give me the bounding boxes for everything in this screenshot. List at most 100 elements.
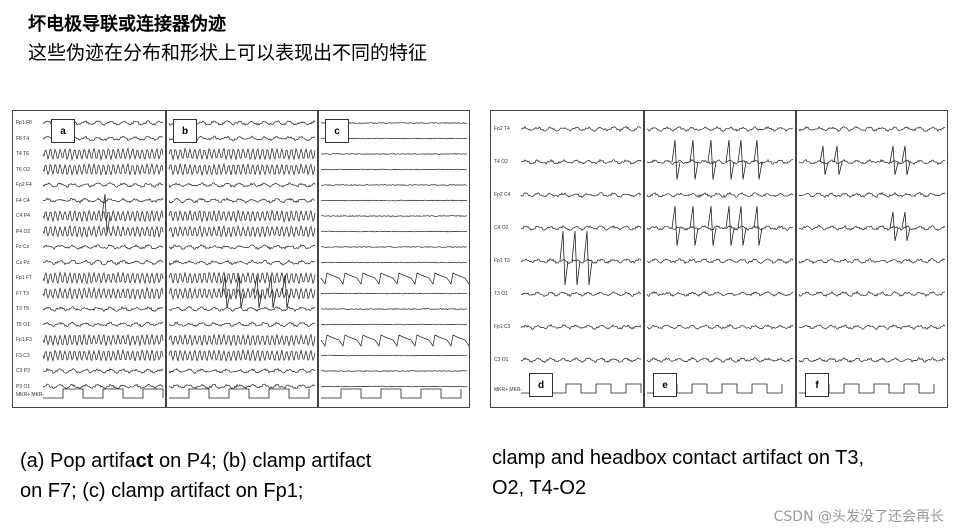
trace-b-7	[168, 224, 316, 238]
trace-d-3	[520, 224, 642, 232]
trace-a-2	[42, 147, 164, 161]
caption-left-part2: on P4; (b) clamp artifact	[153, 450, 372, 472]
channel-label: T5 O1	[16, 321, 30, 328]
channel-label: Fp1 C3	[494, 324, 511, 330]
channel-label: C3 O1	[494, 357, 509, 363]
channel-label: F7 T3	[16, 290, 29, 297]
trace-f-0	[798, 125, 946, 132]
trace-e-0	[646, 125, 794, 132]
channel-label: Fz Cz	[16, 244, 30, 250]
trace-e-5	[646, 290, 794, 297]
f-spike-t4o2-0	[819, 145, 829, 175]
caption-right-line1: clamp and headbox contact artifact on T3…	[492, 447, 865, 469]
trace-a-9	[42, 259, 164, 266]
e-spike-t4o2-0	[671, 139, 681, 180]
trace-f-3	[798, 224, 946, 232]
channel-label: F8 T4	[16, 135, 29, 142]
trace-a-14	[42, 333, 164, 347]
trace-b-14	[168, 333, 316, 347]
slide-title: 坏电极导联或连接器伪迹	[28, 14, 226, 35]
e-spike-c4o2-5	[753, 205, 763, 246]
channel-label: Fp1 F8	[16, 120, 32, 126]
channel-label: P4 O2	[16, 228, 31, 235]
channel-label: Fp2 T4	[494, 126, 510, 132]
eeg-panel-f: f	[796, 110, 948, 408]
e-spike-c4o2-2	[707, 205, 717, 246]
e-spike-c4o2-1	[689, 205, 699, 246]
trace-b-12	[168, 306, 316, 313]
trace-a-3	[42, 162, 164, 176]
trace-a-16	[42, 367, 164, 374]
f-spike-t4o2-3	[901, 145, 911, 175]
trace-b-17	[168, 383, 316, 390]
trace-c-9	[320, 261, 468, 264]
trace-b-3	[168, 162, 316, 177]
trace-c-16	[320, 370, 468, 372]
f-spike-c4o2-0	[889, 211, 899, 241]
channel-label: Cz Pz	[16, 259, 30, 266]
trace-e-4	[646, 258, 794, 265]
e-spike-c4o2-3	[725, 205, 735, 246]
channel-label: T6 O2	[16, 166, 30, 173]
trace-d-2	[520, 192, 642, 199]
caption-left-bold: ct	[135, 450, 154, 472]
e-spike-t4o2-3	[725, 139, 735, 180]
trace-c-11	[320, 292, 468, 295]
marker-c	[321, 388, 462, 399]
panel-letter-c: c	[325, 119, 349, 143]
eeg-traces-c	[320, 122, 469, 399]
trace-d-7	[520, 357, 642, 363]
eeg-panel-b: b	[166, 110, 318, 408]
trace-c-5	[320, 199, 468, 202]
f-spike-t4o2-2	[889, 145, 899, 175]
trace-c-10	[320, 272, 469, 285]
headbox-spike-1	[571, 230, 581, 286]
f-spike-t4o2-1	[833, 145, 843, 175]
channel-label: Fp1 T3	[494, 258, 510, 264]
trace-b-13	[168, 321, 316, 328]
channel-label: F4 C4	[16, 197, 30, 204]
trace-b-9	[168, 259, 316, 266]
caption-left-line2: on F7; (c) clamp artifact on Fp1;	[20, 480, 304, 502]
caption-right-line2: O2, T4-O2	[492, 477, 587, 499]
trace-b-11	[168, 287, 316, 301]
clamp-spike-2	[253, 275, 263, 308]
eeg-traces-f	[798, 125, 946, 394]
trace-e-7	[646, 356, 794, 363]
channel-label: T4 O2	[494, 159, 508, 165]
trace-a-13	[42, 321, 164, 328]
e-spike-t4o2-2	[707, 139, 717, 180]
trace-b-15	[168, 348, 316, 363]
channel-label: T3 O1	[494, 291, 508, 297]
marker-b	[169, 388, 310, 399]
marker-label-left: MKR+ MKR-	[16, 392, 45, 398]
channel-label: C4 O2	[494, 225, 509, 231]
trace-d-0	[520, 126, 642, 133]
panel-letter-b: b	[173, 119, 197, 143]
trace-a-17	[42, 383, 164, 390]
panel-letter-d: d	[529, 373, 553, 397]
trace-d-4	[520, 258, 642, 265]
trace-e-1	[646, 159, 794, 166]
caption-right: clamp and headbox contact artifact on T3…	[492, 443, 864, 503]
clamp-spike-1	[235, 275, 245, 308]
trace-b-8	[168, 244, 316, 251]
trace-c-13	[320, 323, 468, 326]
trace-c-12	[320, 308, 468, 310]
trace-f-5	[798, 290, 946, 298]
trace-c-14	[320, 334, 469, 347]
panel-letter-e: e	[653, 373, 677, 397]
trace-a-4	[42, 182, 164, 188]
trace-c-8	[320, 246, 468, 248]
headbox-spike-0	[559, 230, 569, 286]
trace-f-1	[798, 158, 946, 166]
channel-label: T3 T5	[16, 306, 29, 312]
trace-a-11	[42, 286, 164, 301]
trace-d-1	[520, 158, 642, 165]
trace-e-6	[646, 323, 794, 330]
trace-a-8	[42, 243, 164, 250]
e-spike-c4o2-4	[737, 205, 747, 246]
marker-a	[43, 388, 164, 399]
trace-f-7	[798, 357, 946, 363]
